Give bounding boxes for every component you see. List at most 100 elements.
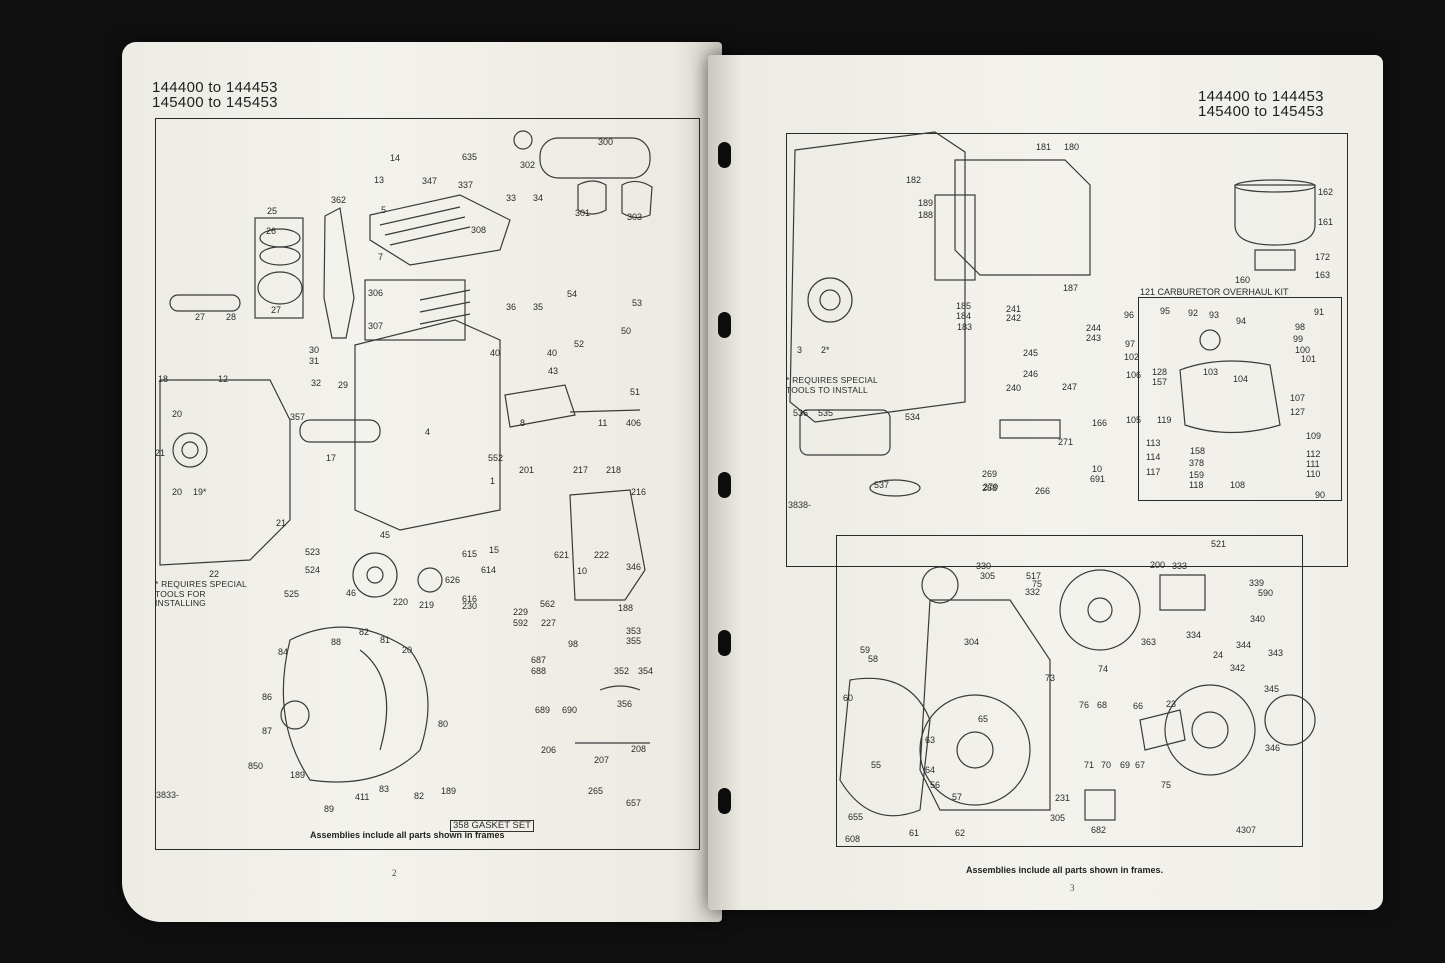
bottom-part-label: 56 (930, 780, 941, 790)
left-part-label: 357 (290, 412, 306, 422)
bottom-part-label: 608 (845, 834, 861, 844)
right-part-label: 270 (983, 482, 999, 492)
bottom-part-label: 59 (860, 645, 871, 655)
right-part-label: 104 (1233, 374, 1249, 384)
bottom-part-label: 24 (1213, 650, 1224, 660)
right-part-label: 110 (1306, 469, 1321, 479)
left-part-label: 82 (414, 791, 425, 801)
right-part-label: 101 (1301, 354, 1317, 364)
bottom-part-label: 682 (1091, 825, 1107, 835)
top-diagram-frame (786, 133, 1348, 567)
right-part-label: 128 (1152, 367, 1168, 377)
right-part-label: 245 (1023, 348, 1039, 358)
left-part-label: 15 (489, 545, 500, 555)
binding-hole-2 (718, 312, 731, 338)
left-part-label: 362 (331, 195, 347, 205)
binding-hole-5 (718, 788, 731, 814)
right-part-label: 162 (1318, 187, 1334, 197)
right-part-label: 98 (1295, 322, 1306, 332)
right-part-label: 94 (1236, 316, 1247, 326)
bottom-part-label: 60 (843, 693, 854, 703)
right-part-label: 180 (1064, 142, 1080, 152)
left-part-label: 14 (390, 153, 401, 163)
left-part-label: 51 (630, 387, 641, 397)
right-part-label: 90 (1315, 490, 1326, 500)
right-part-label: 378 (1189, 458, 1205, 468)
bottom-part-label: 340 (1250, 614, 1266, 624)
left-part-label: 552 (488, 453, 504, 463)
right-part-label: 10 (1092, 464, 1103, 474)
left-part-label: 562 (540, 599, 556, 609)
left-part-label: 29 (338, 380, 349, 390)
left-part-label: 31 (309, 356, 320, 366)
right-page-number: 3 (1070, 883, 1075, 893)
left-part-label: 355 (626, 636, 642, 646)
left-part-label: 208 (631, 744, 647, 754)
right-part-label: 96 (1124, 310, 1135, 320)
right-part-label: 188 (918, 210, 934, 220)
bottom-part-label: 65 (978, 714, 989, 724)
left-part-label: 80 (438, 719, 449, 729)
right-part-label: 3 (797, 345, 803, 355)
left-part-label: 32 (311, 378, 322, 388)
right-part-label: 269 (982, 469, 998, 479)
left-part-label: 43 (548, 366, 559, 376)
top-figure-code: 3838- (788, 500, 812, 510)
left-page-number: 2 (392, 868, 397, 878)
header-line-2: 145400 to 145453 (1198, 103, 1324, 120)
right-part-label: 91 (1314, 307, 1325, 317)
right-part-label: 182 (906, 175, 922, 185)
right-caption: Assemblies include all parts shown in fr… (966, 865, 1164, 875)
left-part-label: 21 (155, 448, 166, 458)
left-part-label: 687 (531, 655, 547, 665)
left-part-label: 307 (368, 321, 384, 331)
left-part-label: 35 (533, 302, 544, 312)
bottom-part-label: 332 (1025, 587, 1041, 597)
bottom-part-label: 74 (1098, 664, 1109, 674)
left-page-header: 144400 to 144453 145400 to 145453 (152, 80, 278, 110)
left-part-label: 86 (262, 692, 273, 702)
left-part-label: 222 (594, 550, 610, 560)
bottom-part-label: 344 (1236, 640, 1252, 650)
left-part-label: 850 (248, 761, 264, 771)
left-part-label: 46 (346, 588, 357, 598)
left-part-label: 189 (290, 770, 306, 780)
left-part-label: 34 (533, 193, 544, 203)
bottom-part-label: 346 (1265, 743, 1281, 753)
left-part-label: 25 (267, 206, 278, 216)
gasket-set-label: 358 GASKET SET (450, 820, 534, 832)
left-part-label: 301 (575, 208, 591, 218)
left-part-label: 614 (481, 565, 497, 575)
right-part-label: 534 (905, 412, 921, 422)
right-part-label: 118 (1189, 480, 1204, 490)
left-part-label: 218 (606, 465, 622, 475)
right-part-label: 189 (918, 198, 934, 208)
left-part-label: 302 (520, 160, 536, 170)
right-part-label: 537 (874, 480, 890, 490)
left-part-label: 20 (172, 487, 183, 497)
carburetor-kit-title: 121 CARBURETOR OVERHAUL KIT (1140, 287, 1289, 297)
figure-code: 3833- (156, 790, 180, 800)
left-part-label: 353 (626, 626, 642, 636)
right-part-label: 535 (818, 408, 834, 418)
bottom-part-label: 66 (1133, 701, 1144, 711)
header-line-1: 144400 to 144453 (1198, 88, 1324, 105)
left-part-label: 300 (598, 137, 614, 147)
left-part-label: 189 (441, 786, 457, 796)
left-part-label: 98 (568, 639, 579, 649)
bottom-part-label: 521 (1211, 539, 1227, 549)
left-part-label: 411 (355, 792, 370, 802)
bottom-part-label: 334 (1186, 630, 1202, 640)
bottom-part-label: 200 (1150, 560, 1166, 570)
right-part-label: 112 (1306, 449, 1321, 459)
right-part-label: 114 (1146, 452, 1161, 462)
right-part-label: 102 (1124, 352, 1140, 362)
left-part-label: 1 (490, 476, 496, 486)
right-part-label: 243 (1086, 333, 1102, 343)
right-part-label: 242 (1006, 313, 1022, 323)
left-part-label: 10 (577, 566, 588, 576)
left-part-label: 626 (445, 575, 461, 585)
left-part-label: 8 (520, 418, 526, 428)
right-part-label: 93 (1209, 310, 1220, 320)
right-part-label: 184 (956, 311, 972, 321)
